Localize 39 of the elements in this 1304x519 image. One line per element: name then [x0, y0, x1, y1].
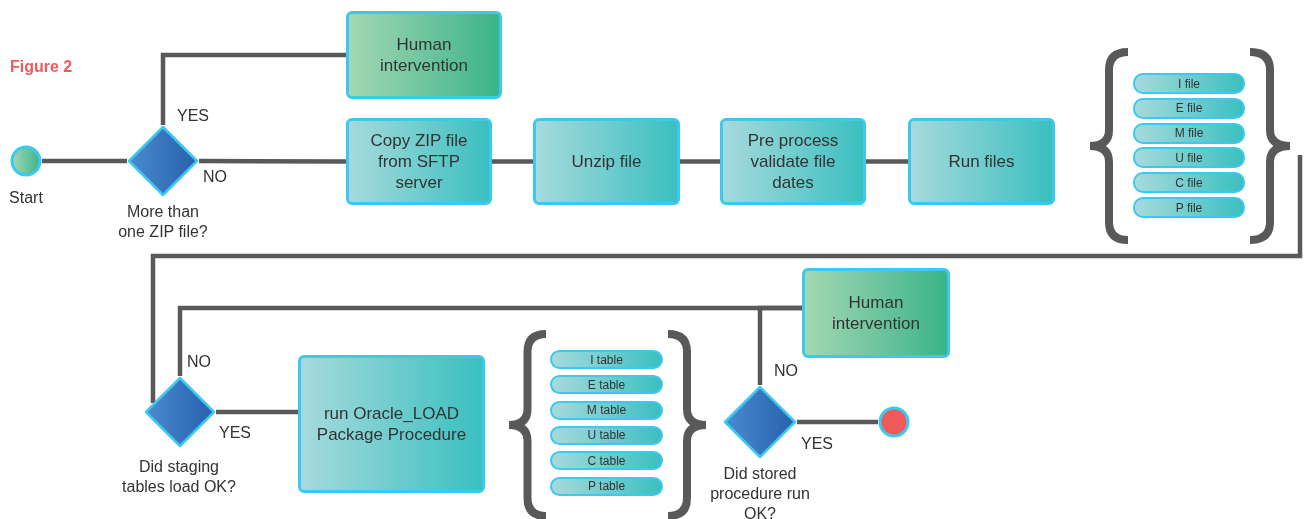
decision-diamond: [127, 125, 199, 197]
process-box: Human intervention: [346, 11, 502, 99]
connector-line: [216, 409, 298, 415]
list-item-pill: E file: [1133, 97, 1245, 119]
list-item-pill: E table: [550, 375, 663, 395]
list-item-pill: P table: [550, 476, 663, 496]
connector-line: [199, 158, 346, 164]
start-label: Start: [8, 188, 44, 208]
end-circle: [878, 406, 910, 438]
connector-line: [160, 52, 346, 125]
decision-question: Did staging tables load OK?: [122, 457, 236, 497]
decision-question: Did stored procedure run OK?: [709, 464, 811, 519]
process-box: Unzip file: [533, 118, 680, 205]
connector-line: [757, 305, 802, 385]
list-item-pill: M table: [550, 400, 663, 420]
start-circle: [10, 145, 42, 177]
process-box: Pre process validate file dates: [720, 118, 866, 205]
decision-diamond: [144, 376, 216, 448]
connector-line: [797, 419, 878, 425]
decision-question: More than one ZIP file?: [117, 202, 209, 242]
connector-line: [150, 155, 1303, 403]
connector-line: [492, 159, 533, 164]
connector-line: [680, 159, 720, 164]
list-item-pill: C file: [1133, 172, 1245, 194]
connector-line: [42, 158, 127, 164]
list-item-pill: M file: [1133, 122, 1245, 144]
list-item-pill: P file: [1133, 197, 1245, 218]
process-box: Run files: [908, 118, 1055, 205]
decision-diamond: [723, 385, 797, 459]
process-box: run Oracle_LOAD Package Procedure: [298, 355, 485, 493]
list-item-pill: C table: [550, 451, 663, 471]
connector-line: [866, 159, 908, 164]
process-box: Human intervention: [802, 268, 950, 358]
process-box: Copy ZIP file from SFTP server: [346, 118, 492, 205]
list-item-pill: I table: [550, 350, 663, 369]
list-item-pill: U file: [1133, 147, 1245, 169]
figure-title: Figure 2: [10, 58, 73, 76]
list-item-pill: I file: [1133, 73, 1245, 94]
list-item-pill: U table: [550, 425, 663, 445]
